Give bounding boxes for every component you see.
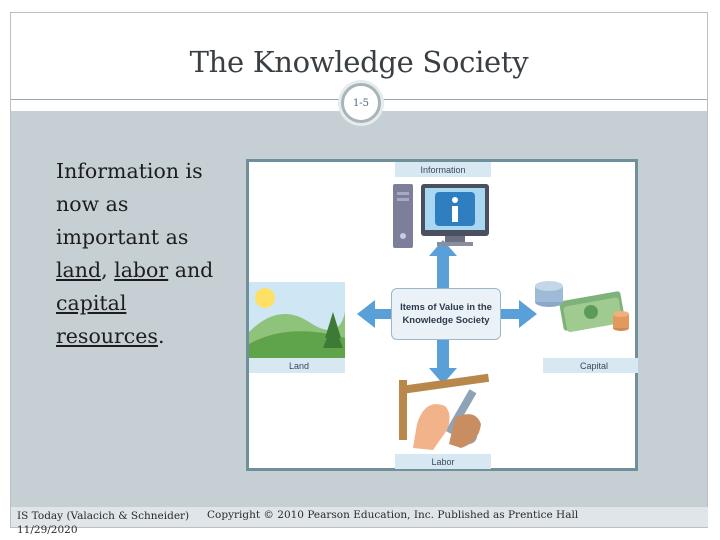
figure-illustration	[249, 184, 629, 450]
keyword-capital: capital	[56, 291, 127, 315]
arrow-left	[357, 300, 393, 328]
footer-source: IS Today (Valacich & Schneider) 11/29/20…	[17, 509, 189, 537]
footer-date: 11/29/2020	[17, 524, 78, 536]
body-line: Information is now as important as	[56, 159, 203, 249]
footer-band	[11, 507, 708, 527]
computer-icon	[393, 184, 489, 248]
keyword-resources: resources	[56, 324, 158, 348]
coins-icon	[535, 281, 629, 331]
body-comma: ,	[101, 258, 115, 282]
footer-source-text: IS Today (Valacich & Schneider)	[17, 510, 190, 522]
body-period: .	[157, 324, 165, 348]
arrow-right	[499, 300, 537, 328]
title-area: The Knowledge Society	[11, 13, 707, 101]
body-text: Information is now as important as land,…	[56, 155, 226, 353]
footer-copyright: Copyright © 2010 Pearson Education, Inc.…	[207, 509, 579, 521]
center-label-box: Items of Value in the Knowledge Society	[391, 288, 501, 340]
labor-label: Labor	[395, 454, 491, 469]
hands-icon	[413, 404, 481, 450]
information-label: Information	[395, 162, 491, 177]
knowledge-society-figure: Information Land Capital Labor	[246, 159, 638, 471]
body-and: and	[168, 258, 214, 282]
arrow-up	[429, 240, 457, 292]
arrow-down	[429, 338, 457, 384]
keyword-labor: labor	[114, 258, 169, 282]
landscape-icon	[249, 282, 345, 358]
keyword-land: land	[56, 258, 102, 282]
slide-title: The Knowledge Society	[189, 45, 529, 79]
land-label: Land	[249, 358, 345, 373]
money-icon	[559, 291, 625, 333]
capital-label: Capital	[543, 358, 638, 373]
slide-number-badge: 1-5	[341, 83, 381, 123]
